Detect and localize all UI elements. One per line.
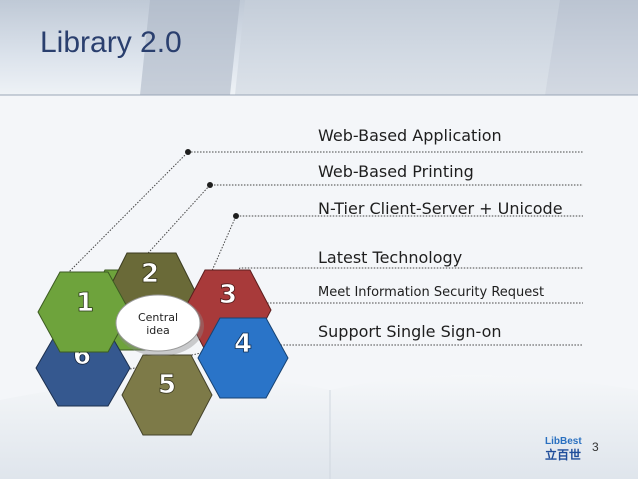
logo-text-cn: 立百世 (545, 448, 582, 462)
item-latest-technology: Latest Technology (318, 248, 463, 267)
hexagon-5: 5 (121, 354, 213, 436)
page-number: 3 (592, 440, 599, 454)
hexagon-1-shape (37, 271, 131, 353)
hexagon-1-number-top: 1 (76, 288, 94, 318)
item-n-tier-client-server: N-Tier Client-Server + Unicode (318, 199, 563, 218)
hexagon-1-top: 1 (37, 271, 131, 353)
item-web-based-printing: Web-Based Printing (318, 162, 474, 181)
hexagon-3-number: 3 (219, 280, 237, 310)
page-title: Library 2.0 (40, 26, 182, 59)
central-idea-line2: idea (146, 324, 170, 337)
hexagon-5-shape (121, 354, 213, 436)
item-web-based-application: Web-Based Application (318, 126, 502, 145)
logo-text-en: LibBest (545, 436, 582, 447)
central-idea: Central idea (115, 294, 204, 356)
hexagon-4: 4 (197, 317, 289, 399)
item-security-request: Meet Information Security Request (318, 285, 545, 300)
hexagon-5-number: 5 (158, 370, 176, 400)
hexagon-2-number: 2 (141, 259, 159, 289)
item-single-sign-on: Support Single Sign-on (318, 322, 502, 341)
hexagon-4-shape (197, 317, 289, 399)
hexagon-4-number: 4 (234, 329, 252, 359)
libbest-logo: LibBest 立百世 (545, 436, 585, 464)
central-idea-line1: Central (138, 311, 178, 324)
